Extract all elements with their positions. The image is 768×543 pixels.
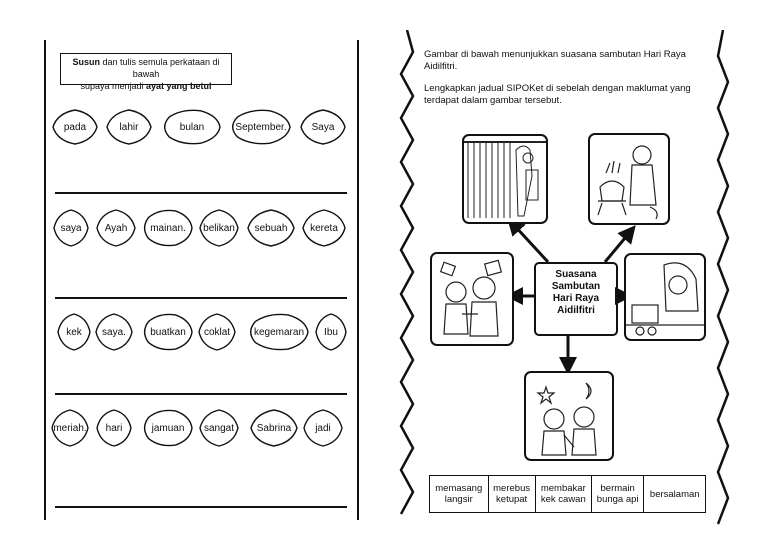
word-cloud-label: belikan bbox=[203, 222, 235, 234]
word-cloud: bulan bbox=[161, 105, 223, 149]
word-cloud-label: kek bbox=[66, 326, 82, 338]
word-cloud: kereta bbox=[300, 205, 348, 251]
right-border-line bbox=[357, 40, 359, 520]
word-cloud-label: Sabrina bbox=[256, 422, 292, 434]
word-cloud-label: saya bbox=[60, 222, 82, 234]
word-cloud: Sabrina bbox=[248, 405, 300, 451]
word-cloud: Ibu bbox=[313, 309, 349, 355]
picture-baking bbox=[624, 253, 706, 341]
word-cloud: coklat bbox=[196, 309, 238, 355]
word-cloud-label: September. bbox=[235, 121, 287, 133]
answer-line-4 bbox=[55, 506, 347, 508]
word-cloud: kegemaran bbox=[247, 309, 311, 355]
word-cloud-label: saya. bbox=[102, 326, 126, 338]
picture-fireworks bbox=[524, 371, 614, 461]
word-cloud: saya. bbox=[93, 309, 135, 355]
zigzag-border bbox=[399, 30, 730, 525]
word-cloud: buatkan bbox=[141, 309, 195, 355]
word-cloud-label: kereta bbox=[310, 222, 338, 234]
word-cloud: Saya bbox=[298, 105, 348, 149]
word-cloud: hari bbox=[94, 405, 134, 451]
word-cloud-label: bulan bbox=[179, 121, 205, 133]
word-cloud-label: lahir bbox=[119, 121, 139, 133]
word-cloud-label: meriah. bbox=[53, 422, 87, 434]
answer-line-3 bbox=[55, 393, 347, 395]
picture-cooking-ketupat bbox=[588, 133, 670, 225]
arrow-up-left bbox=[506, 217, 550, 264]
word-cloud: lahir bbox=[104, 105, 154, 149]
word-cloud-label: pada bbox=[63, 121, 87, 133]
word-cloud: sebuah bbox=[245, 205, 297, 251]
word-cloud-label: kegemaran bbox=[253, 326, 305, 338]
intro-text-1: Gambar di bawah menunjukkan suasana samb… bbox=[424, 49, 686, 72]
word-cloud-label: jamuan bbox=[151, 422, 185, 434]
word-cloud: pada bbox=[50, 105, 100, 149]
word-cloud: kek bbox=[55, 309, 93, 355]
word-cloud: saya bbox=[51, 205, 91, 251]
word-cloud: mainan. bbox=[141, 205, 195, 251]
word-cloud-label: buatkan bbox=[150, 326, 186, 338]
word-cloud-label: sebuah bbox=[254, 222, 288, 234]
word-cloud: Ayah bbox=[94, 205, 138, 251]
center-topic-box: Suasana Sambutan Hari Raya Aidilfitri bbox=[534, 262, 618, 336]
word-cloud: jamuan bbox=[141, 405, 195, 451]
word-cloud-label: Ayah bbox=[104, 222, 128, 234]
word-cloud: meriah. bbox=[49, 405, 91, 451]
word-cloud-label: sangat bbox=[203, 422, 235, 434]
picture-greeting bbox=[430, 252, 514, 346]
answer-line-1 bbox=[55, 192, 347, 194]
word-cloud-label: Ibu bbox=[324, 326, 338, 338]
word-cloud-label: jadi bbox=[315, 422, 331, 434]
word-cloud-label: Saya bbox=[311, 121, 335, 133]
word-cloud: sangat bbox=[197, 405, 241, 451]
word-cloud: belikan bbox=[197, 205, 241, 251]
intro-text-2: Lengkapkan jadual SIPOKet di sebelah den… bbox=[424, 83, 691, 106]
word-cloud-label: hari bbox=[105, 422, 123, 434]
word-cloud: September. bbox=[229, 105, 293, 149]
word-cloud-label: coklat bbox=[203, 326, 231, 338]
arrow-up-right bbox=[603, 225, 636, 263]
word-bank-cell: bersalaman bbox=[643, 475, 706, 513]
answer-line-2 bbox=[55, 297, 347, 299]
word-cloud-label: mainan. bbox=[150, 222, 186, 234]
instruction-box: Susun dan tulis semula perkataan di bawa… bbox=[60, 53, 232, 91]
word-cloud: jadi bbox=[301, 405, 345, 451]
left-border-line bbox=[44, 40, 46, 520]
picture-curtains bbox=[462, 134, 548, 224]
